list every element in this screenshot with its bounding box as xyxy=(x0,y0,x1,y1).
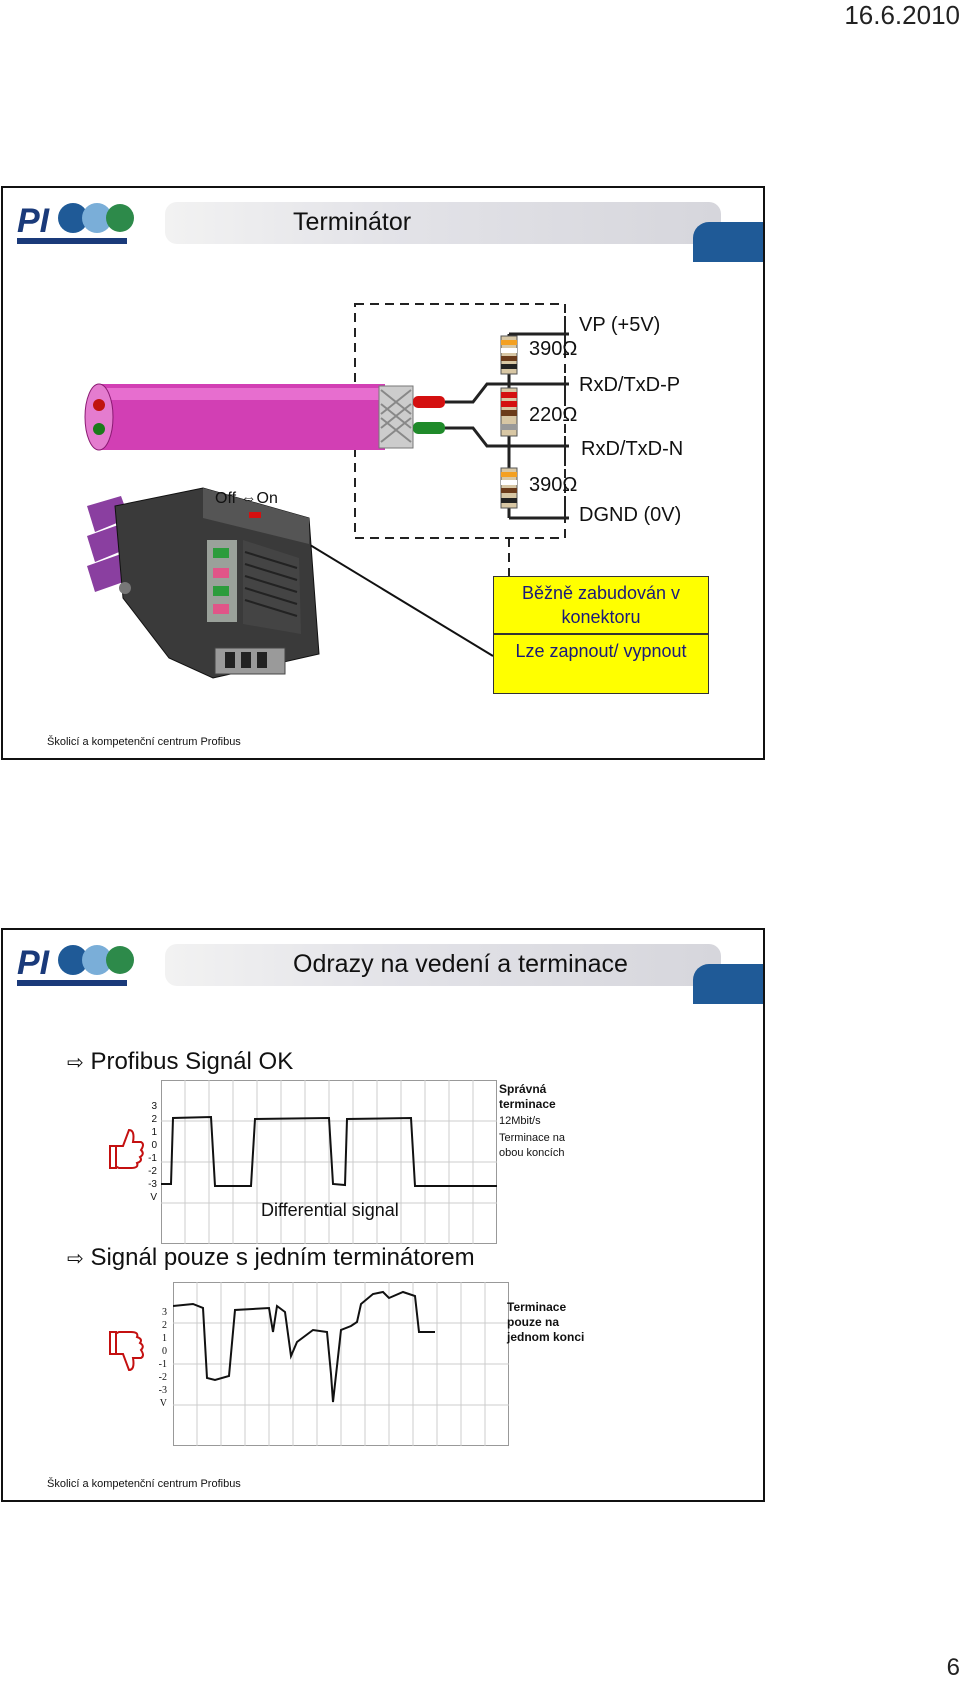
tick: -1 xyxy=(148,1153,157,1164)
slide-footer: Školicí a kompetenční centrum Profibus xyxy=(47,1478,241,1490)
scope-caption: Differential signal xyxy=(261,1200,399,1220)
note-correct-termination: Správná terminace 12Mbit/s Terminace na … xyxy=(499,1082,589,1161)
tick: -2 xyxy=(148,1166,157,1177)
profibus-cable xyxy=(84,382,509,451)
slide-title: Odrazy na vedení a terminace xyxy=(293,950,628,978)
note-title: Terminace pouze na jednom konci xyxy=(507,1300,585,1344)
tick: V xyxy=(159,1398,167,1409)
tick: -1 xyxy=(158,1359,167,1370)
note-text: Terminace na obou koncích xyxy=(499,1132,566,1159)
bullet-single-terminator: ⇨ Signál pouze s jedním terminátorem xyxy=(67,1244,475,1272)
arrow-right-icon: ⇨ xyxy=(67,1248,84,1270)
slide-title: Terminátor xyxy=(293,208,412,236)
axis-ticks-top: 3 2 1 0 -1 -2 -3 V xyxy=(137,1100,157,1204)
scope-signal-ok xyxy=(161,1080,497,1244)
slide-footer: Školicí a kompetenční centrum Profibus xyxy=(47,736,241,748)
slide-terminator: PI Terminátor xyxy=(1,186,765,760)
switch-label: Off ⇔On xyxy=(215,490,278,508)
slide-reflections: PI Odrazy na vedení a terminace ⇨ Profib… xyxy=(1,928,765,1502)
document-date: 16.6.2010 xyxy=(844,0,960,30)
page-number: 6 xyxy=(946,1654,960,1681)
title-bar xyxy=(165,944,721,986)
tick: 0 xyxy=(162,1346,167,1357)
tick: 3 xyxy=(151,1101,157,1112)
line-vp-label: VP (+5V) xyxy=(579,314,661,336)
resistor-390-top xyxy=(500,335,518,375)
tick: 2 xyxy=(162,1320,167,1331)
note-one-end-termination: Terminace pouze na jednom konci xyxy=(507,1300,603,1345)
tick: -3 xyxy=(158,1385,167,1396)
tick: 3 xyxy=(162,1307,167,1318)
resistor-220 xyxy=(500,387,518,437)
svg-text:PI: PI xyxy=(17,202,51,240)
bus-connector xyxy=(87,487,320,679)
title-accent xyxy=(693,964,763,1004)
note-rate: 12Mbit/s xyxy=(499,1115,541,1127)
note-title: Správná terminace xyxy=(499,1082,556,1111)
profibus-logo: PI xyxy=(17,202,134,244)
bullet-signal-ok: ⇨ Profibus Signál OK xyxy=(67,1048,293,1076)
title-accent xyxy=(693,222,763,262)
switch-marker xyxy=(249,512,261,518)
axis-ticks-bottom: 3 2 1 0 -1 -2 -3 V xyxy=(147,1306,167,1410)
tick: V xyxy=(150,1192,157,1203)
terminator-schematic xyxy=(84,303,569,679)
svg-text:PI: PI xyxy=(17,944,51,982)
bullet-text: Signál pouze s jedním terminátorem xyxy=(90,1244,475,1271)
scope-single-terminator xyxy=(173,1282,509,1446)
profibus-logo: PI xyxy=(17,944,134,986)
thumbs-up-icon xyxy=(109,1128,144,1169)
tick: 2 xyxy=(151,1114,157,1125)
tick: 0 xyxy=(151,1140,157,1151)
callout-built-in: Běžně zabudován v konektoru xyxy=(493,576,709,634)
line-gnd-label: DGND (0V) xyxy=(579,504,682,526)
title-bar xyxy=(165,202,721,244)
resistor-label-top: 390Ω xyxy=(529,338,578,360)
switch-off-label: Off xyxy=(215,490,237,507)
bullet-text: Profibus Signál OK xyxy=(90,1048,294,1075)
tick: 1 xyxy=(151,1127,157,1138)
tick: 1 xyxy=(162,1333,167,1344)
line-p-label: RxD/TxD-P xyxy=(579,374,681,396)
resistor-label-middle: 220Ω xyxy=(529,404,578,426)
line-n-label: RxD/TxD-N xyxy=(581,438,684,460)
tick: -3 xyxy=(148,1179,157,1190)
tick: -2 xyxy=(158,1372,167,1383)
switch-arrow-icon: ⇔ xyxy=(240,490,257,507)
arrow-right-icon: ⇨ xyxy=(67,1052,84,1074)
resistor-390-bottom xyxy=(500,467,518,509)
switch-on-label: On xyxy=(256,490,278,507)
callout-switchable: Lze zapnout/ vypnout xyxy=(493,634,709,694)
resistor-label-bottom: 390Ω xyxy=(529,474,578,496)
thumbs-down-icon xyxy=(109,1331,144,1372)
